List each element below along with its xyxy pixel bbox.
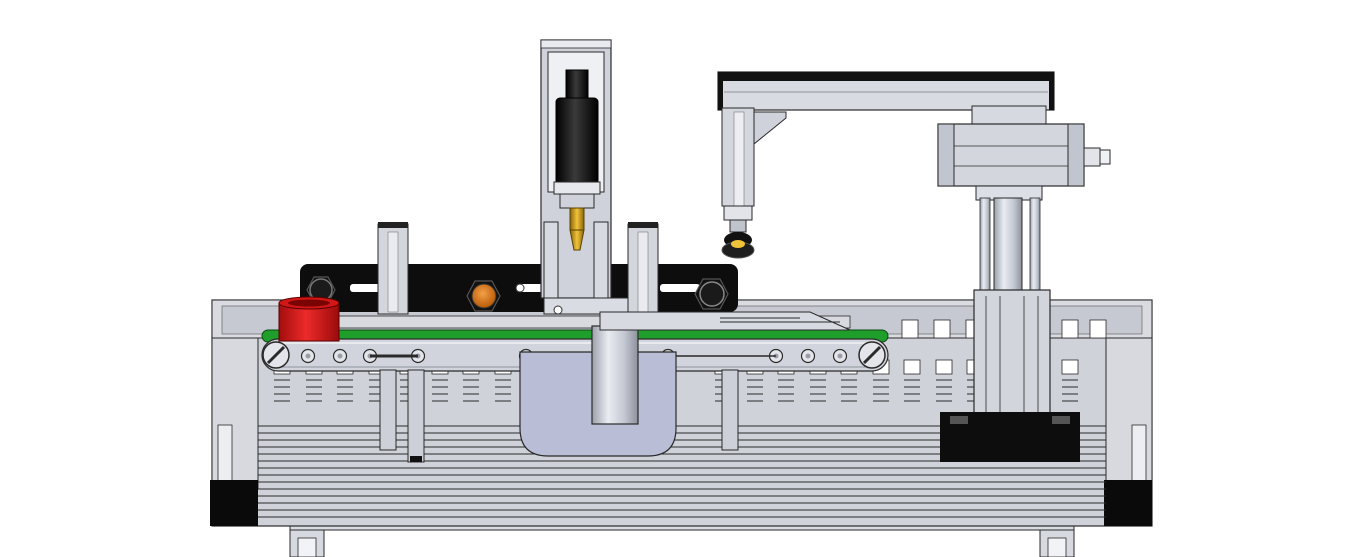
proximity-sensor-orange	[466, 280, 501, 312]
vacuum-gripper-icon	[721, 205, 755, 259]
pick-arm	[717, 71, 1055, 259]
vent-slot-upper	[901, 319, 919, 339]
vent-slot-upper	[1061, 319, 1079, 339]
linear-actuator-icon	[540, 39, 629, 315]
vent-slot	[935, 359, 953, 375]
stopper-cylinder	[591, 325, 639, 425]
proximity-sensor-right	[694, 278, 729, 310]
rotary-cylinder-icon	[937, 105, 1111, 462]
rail-bolt-center	[805, 353, 811, 359]
workpiece-icon	[278, 296, 340, 342]
rail-bolt-center	[337, 353, 343, 359]
vent-slot	[1061, 359, 1079, 375]
vent-slot-upper	[933, 319, 951, 339]
black-foot-left	[210, 480, 258, 526]
vent-slot	[903, 359, 921, 375]
vent-slot-upper	[1089, 319, 1107, 339]
rail-bolt-center	[305, 353, 311, 359]
rail-bolt-center	[837, 353, 843, 359]
black-foot-right	[1104, 480, 1152, 526]
